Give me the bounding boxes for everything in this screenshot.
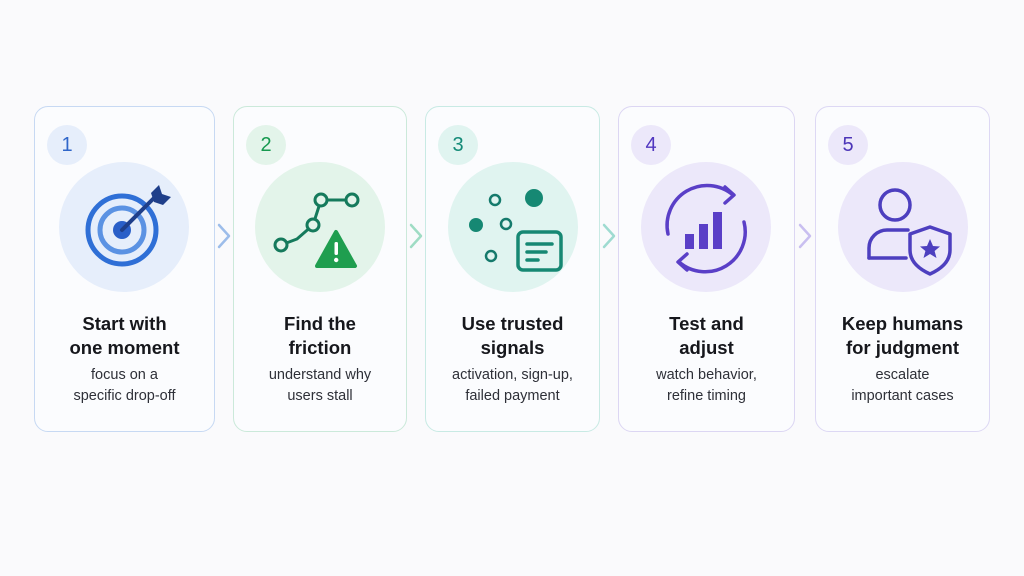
step-description: understand why users stall — [268, 367, 372, 404]
signals-document-icon — [448, 162, 578, 292]
step-title: Start with one moment — [69, 313, 180, 358]
step-number-badge: 3 — [438, 125, 478, 165]
step-card-1: 1 Start with one moment focus on a speci… — [34, 106, 215, 432]
step-number-badge: 4 — [631, 125, 671, 165]
chevron-right-icon — [217, 223, 231, 249]
step-number-badge: 5 — [828, 125, 868, 165]
step-title: Test and adjust — [669, 313, 744, 358]
step-title: Keep humans for judgment — [841, 313, 964, 358]
refresh-chart-icon — [641, 162, 771, 292]
step-card-2: 2 Find the friction understand why users… — [233, 106, 407, 432]
step-number-badge: 1 — [47, 125, 87, 165]
step-number-badge: 2 — [246, 125, 286, 165]
chevron-right-icon — [409, 223, 423, 249]
chevron-right-icon — [602, 223, 616, 249]
step-card-3: 3 Use trusted signals activation, sign-u… — [425, 106, 600, 432]
target-arrow-icon — [59, 162, 189, 292]
step-description: activation, sign-up, failed payment — [452, 367, 573, 404]
step-title: Find the friction — [284, 313, 356, 358]
person-shield-icon — [838, 162, 968, 292]
step-description: focus on a specific drop-off — [73, 367, 176, 404]
step-description: escalate important cases — [851, 367, 954, 404]
step-card-4: 4 Test and adjust watch behavior, refine… — [618, 106, 795, 432]
step-card-5: 5 Keep humans for judgment escalate impo… — [815, 106, 990, 432]
chevron-right-icon — [798, 223, 812, 249]
step-title: Use trusted signals — [461, 313, 564, 358]
path-warning-icon — [255, 162, 385, 292]
step-description: watch behavior, refine timing — [656, 367, 757, 404]
